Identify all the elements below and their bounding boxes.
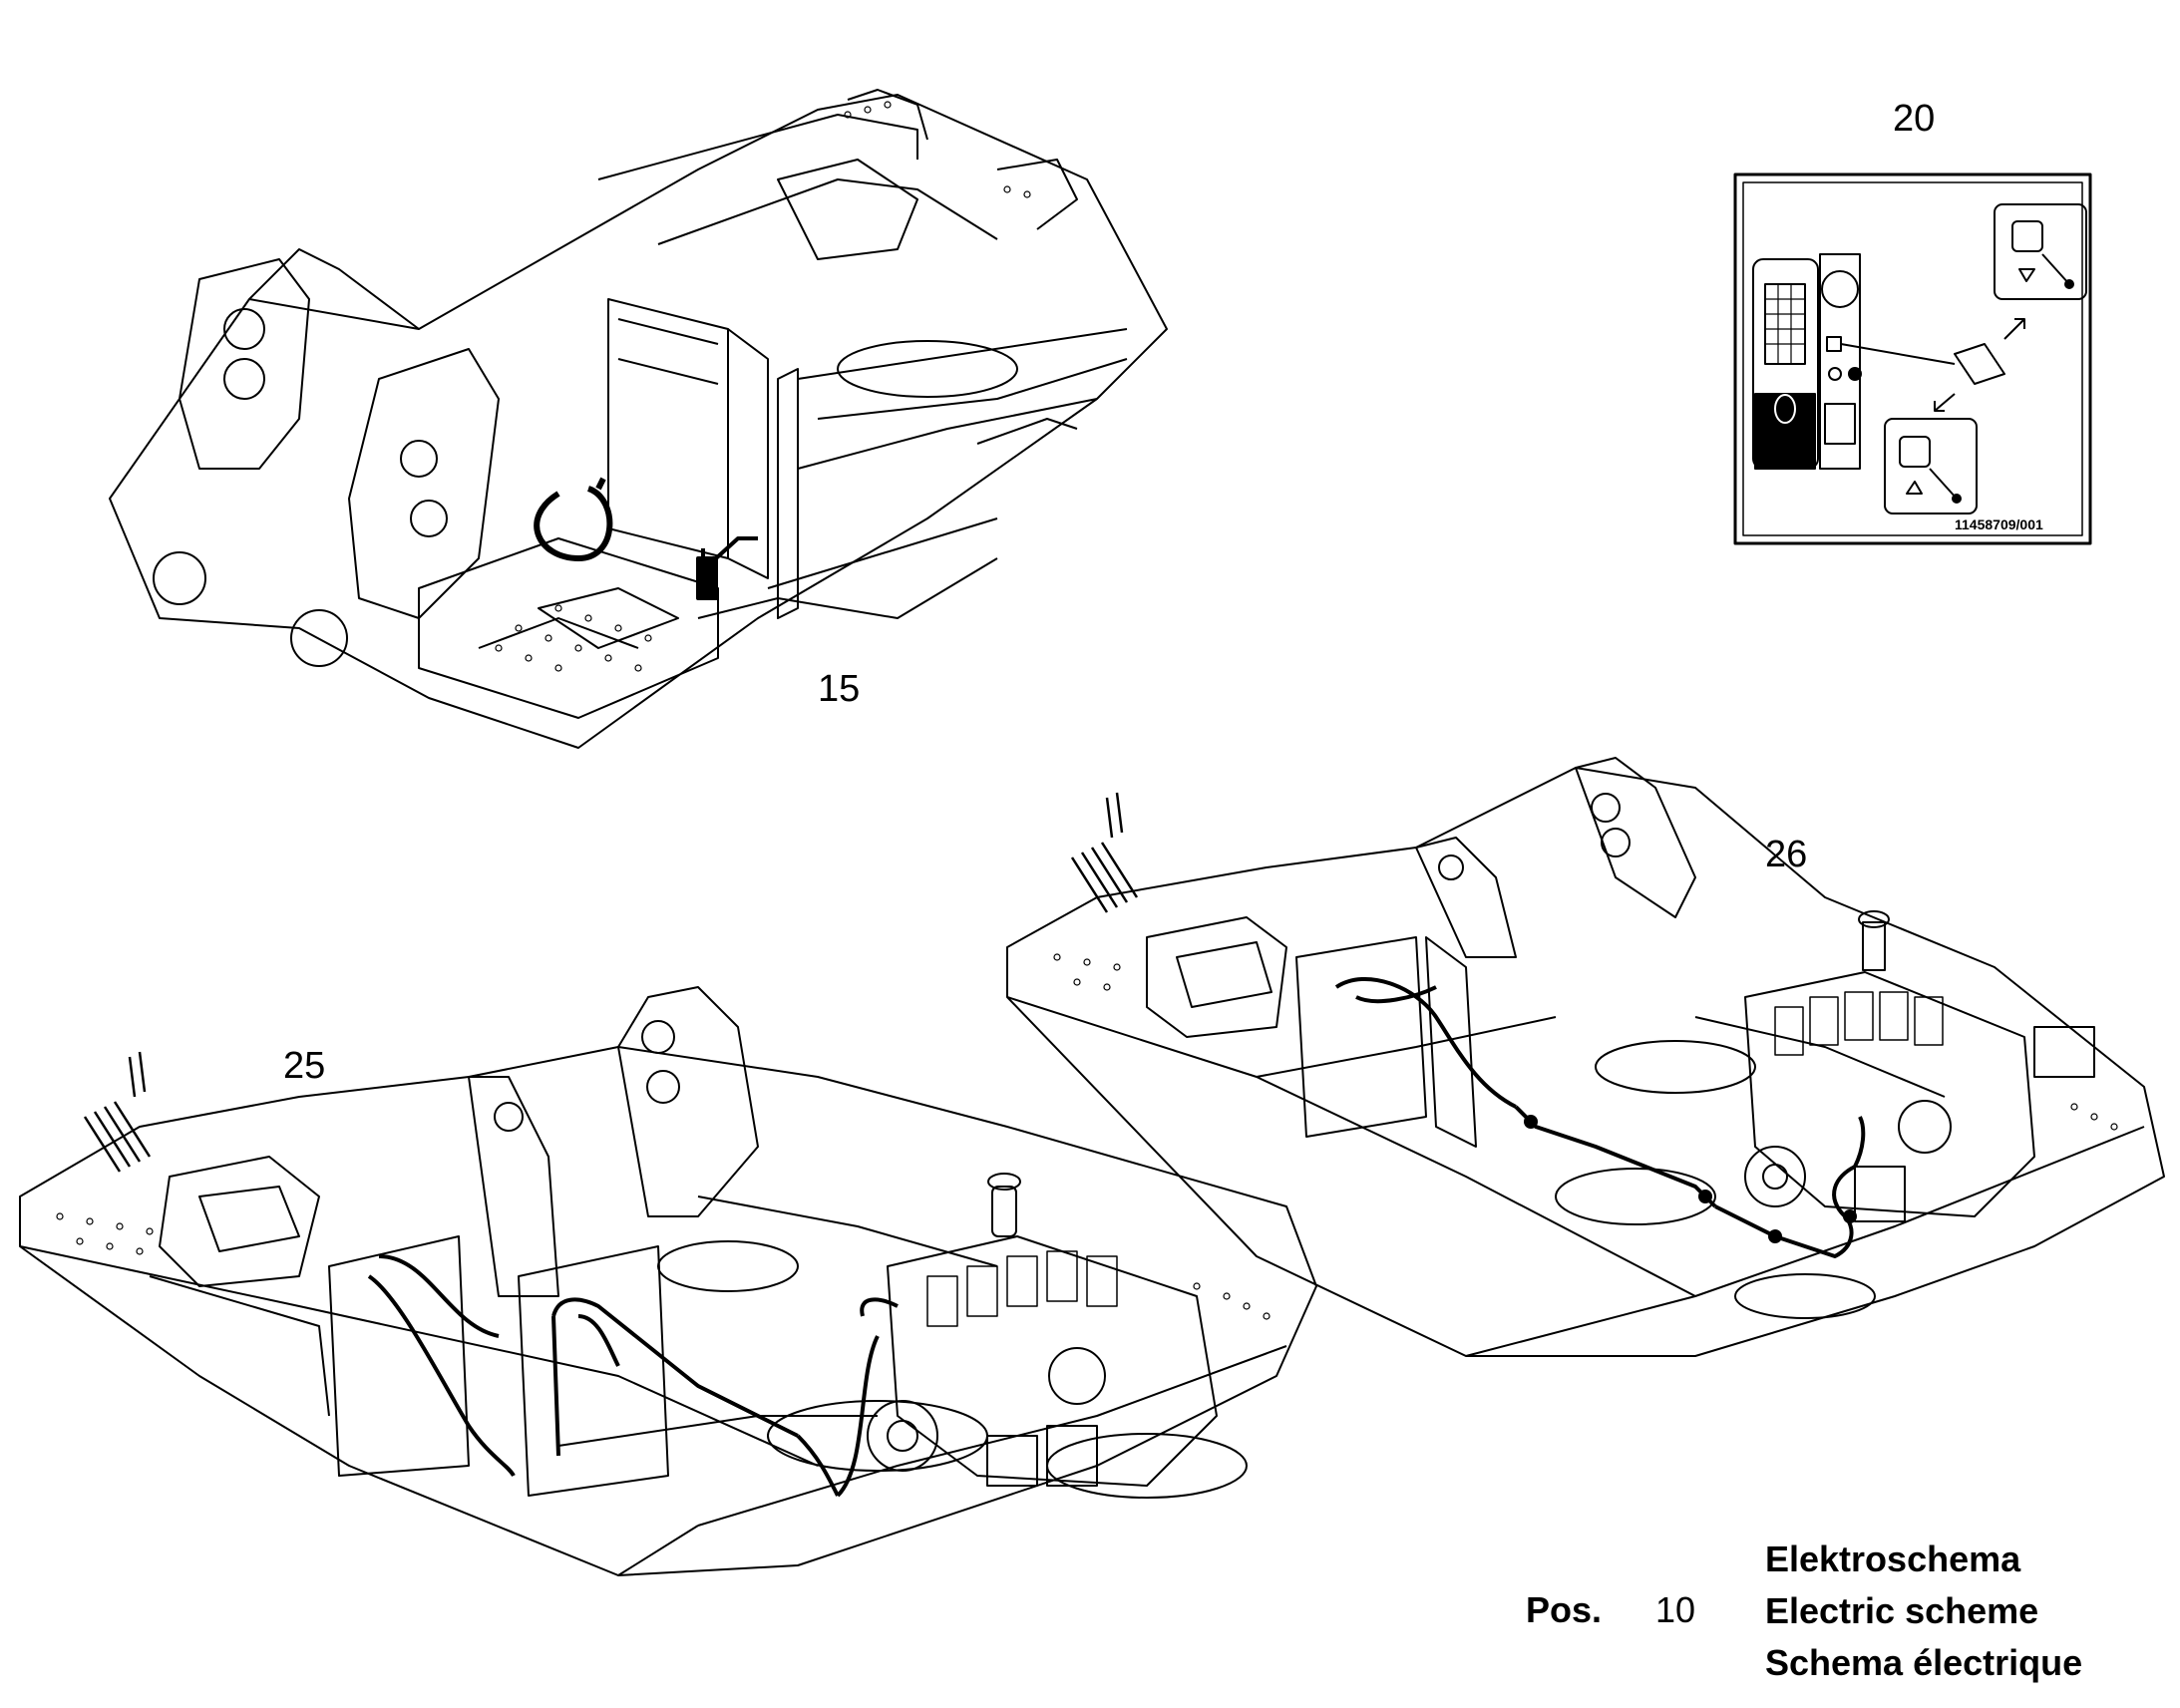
title-french: Schema électrique bbox=[1765, 1642, 2083, 1683]
view-25-engine bbox=[867, 1173, 1218, 1487]
view-15-cable-loop bbox=[534, 477, 613, 561]
inset-part-code: 11458709/001 bbox=[1955, 516, 2043, 532]
view-25-cable-harness bbox=[367, 1254, 899, 1498]
title-block: Pos. 10 Elektroschema Electric scheme Sc… bbox=[1526, 1534, 2164, 1693]
view-20-inset bbox=[1733, 172, 2092, 545]
callout-25: 25 bbox=[283, 1045, 326, 1087]
view-15-frame-drawing bbox=[109, 89, 1168, 749]
pos-number: 10 bbox=[1655, 1589, 1696, 1630]
pos-label: Pos. bbox=[1526, 1589, 1603, 1630]
title-german: Elektroschema bbox=[1765, 1538, 2021, 1579]
view-15-bracket bbox=[696, 536, 758, 600]
view-25-frame-drawing bbox=[19, 986, 1317, 1576]
callout-26: 26 bbox=[1765, 834, 1808, 875]
callout-20: 20 bbox=[1893, 98, 1936, 140]
callout-15: 15 bbox=[818, 668, 861, 710]
title-lines: Elektroschema Electric scheme Schema éle… bbox=[1765, 1534, 2082, 1689]
view-26-frame-drawing bbox=[1006, 757, 2165, 1357]
view-26-engine bbox=[1744, 910, 2095, 1222]
view-26-cable-harness bbox=[1334, 977, 1866, 1258]
title-english: Electric scheme bbox=[1765, 1590, 2039, 1631]
